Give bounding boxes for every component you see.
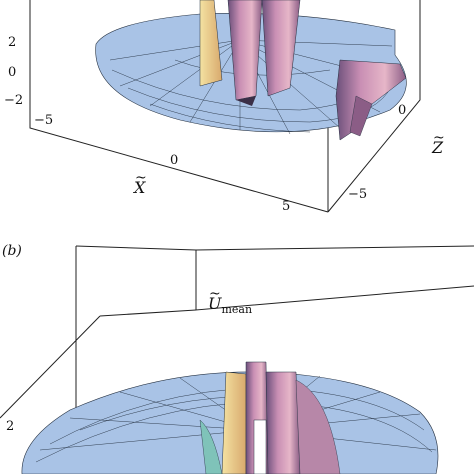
panel-a-tick-x-5: 5 [282,199,291,214]
panel-a-tick-vertical-0: 0 [8,65,17,80]
panel-a-surface [95,0,407,141]
panel-a-box [29,0,421,213]
panel-b-surface-tilde: ~ [209,286,221,302]
panel-a-tick-x-0: 0 [170,153,179,168]
panel-a-axis-z-tilde: ~ [433,130,445,146]
panel-a-tick-x-m5: −5 [34,113,54,128]
panel-b-surface-letter: U [208,294,222,313]
panel-b-surface-label: ~ Umean [208,287,252,315]
panel-b-label: (b) [2,243,22,259]
panel-a-tick-z-m5: −5 [348,187,368,202]
panel-a-axis-x-letter: X [134,178,146,197]
panel-a-axis-x-label: ~ X [134,171,147,197]
panel-a-tick-vertical-m2: −2 [4,93,24,108]
panel-a-tick-z-0: 0 [398,103,407,118]
panel-a-axis-z-letter: Z [432,138,444,157]
panel-a-axis-x-tilde: ~ [135,170,147,186]
panel-b-surface-subscript: mean [221,303,253,316]
panel-a-axis-z-label: ~ Z [432,131,445,157]
panel-b-surface [21,361,439,474]
panel-a-tick-vertical-2: 2 [8,35,17,50]
panel-b-tick-vertical-2: 2 [6,419,15,434]
